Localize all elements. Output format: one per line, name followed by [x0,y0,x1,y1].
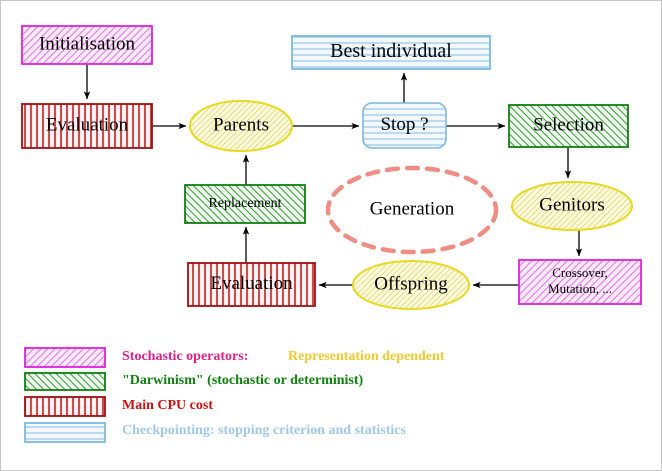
node-shape-generation [325,165,499,255]
node-offspring[interactable]: Offspring [352,260,470,310]
node-selection[interactable]: Selection [508,104,629,148]
node-shape-evaluation-top [21,103,153,149]
node-initialisation[interactable]: Initialisation [21,25,153,65]
node-generation[interactable]: Generation [325,165,499,255]
node-evaluation-bottom[interactable]: Evaluation [187,262,316,307]
node-label-evaluation-bottom: Evaluation [210,273,293,294]
node-evaluation-top[interactable]: Evaluation [21,103,153,149]
node-label-replacement: Replacement [208,196,281,211]
node-label-generation: Generation [370,198,455,219]
node-shape-offspring [352,260,470,310]
node-label-initialisation: Initialisation [39,33,136,54]
legend-label-checkpointing: Checkpointing: stopping criterion and st… [122,423,406,438]
node-shape-selection [508,104,629,148]
node-label-evaluation-top: Evaluation [46,114,129,135]
legend-swatch-stochastic-operators [24,347,106,368]
node-label-parents: Parents [213,114,269,135]
node-shape-initialisation [21,25,153,65]
node-label-crossover-mutation: Crossover,Mutation, ... [548,265,612,296]
node-replacement[interactable]: Replacement [184,184,306,224]
node-label-stop: Stop ? [380,114,428,135]
node-shape-crossover-mutation [518,259,642,305]
legend-item-stochastic-operators: Stochastic operators: Representation depe… [24,347,445,368]
legend-label-darwinism: "Darwinism" (stochastic or determinist) [122,373,364,388]
legend-label-main-cpu-cost: Main CPU cost [122,398,213,413]
legend-item-main-cpu-cost: Main CPU cost [24,396,213,417]
node-label-offspring: Offspring [374,273,448,294]
node-shape-genitors [511,181,633,231]
node-stop[interactable]: Stop ? [362,102,447,149]
legend-layer: Stochastic operators: Representation depe… [24,347,445,443]
node-parents[interactable]: Parents [189,100,293,152]
node-shape-replacement [184,184,306,224]
node-label-genitors: Genitors [539,194,604,215]
legend-swatch-darwinism [24,372,106,391]
node-shape-evaluation-bottom [187,262,316,307]
node-label-best-individual: Best individual [330,40,452,62]
node-label-selection: Selection [533,114,604,135]
legend-label-stochastic-operators: Stochastic operators: [122,349,248,364]
node-shape-stop [362,102,447,149]
legend-item-checkpointing: Checkpointing: stopping criterion and st… [24,422,406,443]
legend-extra-stochastic-operators: Representation dependent [288,349,445,364]
legend-item-darwinism: "Darwinism" (stochastic or determinist) [24,372,364,391]
legend-swatch-checkpointing [24,422,106,443]
node-genitors[interactable]: Genitors [511,181,633,231]
edges-layer [83,64,583,289]
node-shape-parents [189,100,293,152]
node-best-individual[interactable]: Best individual [291,35,491,70]
node-crossover-mutation[interactable]: Crossover,Mutation, ... [518,259,642,305]
legend-swatch-main-cpu-cost [24,396,106,417]
node-shape-best-individual [291,35,491,70]
